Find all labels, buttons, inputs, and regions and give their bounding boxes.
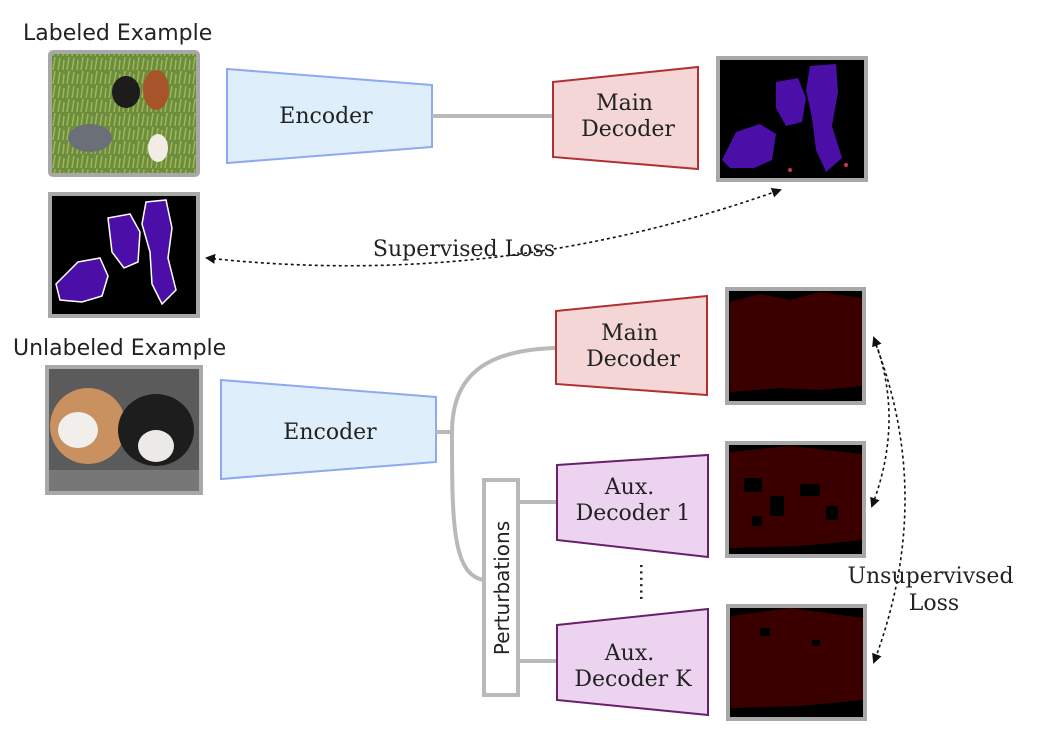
labeled-main-decoder-label: Main Decoder — [581, 91, 675, 142]
unlabeled-main-decoder — [555, 294, 708, 397]
perturbations-box — [482, 478, 520, 697]
aux-decoder-k-label: Aux. Decoder K — [574, 641, 692, 692]
labeled-prediction-image — [716, 56, 868, 182]
unlabeled-example-title: Unlabeled Example — [13, 336, 226, 361]
aux-decoder-1-label: Aux. Decoder 1 — [576, 475, 691, 526]
unlabeled-input-image — [45, 365, 203, 495]
labeled-example-title: Labeled Example — [23, 21, 212, 46]
aux-decoders-ellipsis: ...... — [635, 563, 659, 601]
aux-decoder-1-prediction-image — [725, 441, 866, 558]
labeled-input-image — [48, 50, 200, 177]
main-decoder-prediction-image — [725, 287, 866, 405]
labeled-main-decoder — [552, 65, 699, 171]
unsupervised-loss-arrows — [870, 336, 906, 664]
unlabeled-encoder — [220, 378, 437, 481]
aux-decoder-k — [556, 607, 709, 717]
supervised-loss-arrow — [205, 187, 782, 267]
unlabeled-branch-connectors — [436, 346, 557, 663]
unsupervised-loss-label: Unsupervivsed Loss — [847, 564, 1020, 616]
labeled-encoder-label: Encoder — [279, 104, 373, 129]
supervised-loss-label: Supervised Loss — [373, 237, 555, 262]
unlabeled-main-decoder-label: Main Decoder — [586, 321, 680, 372]
labeled-encoder — [226, 67, 433, 165]
unlabeled-encoder-label: Encoder — [283, 420, 377, 445]
perturbations-label: Perturbations — [490, 521, 514, 655]
ground-truth-mask-image — [48, 192, 200, 318]
aux-decoder-k-prediction-image — [726, 604, 867, 721]
aux-decoder-1 — [556, 453, 709, 559]
